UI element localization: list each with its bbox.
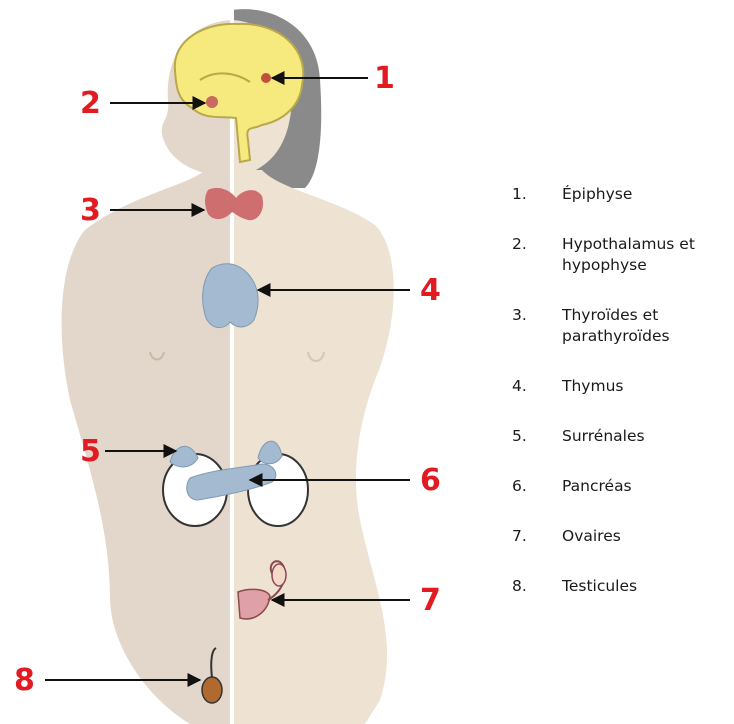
callout-number-5: 5 [80,434,101,469]
legend-label: Ovaires [562,526,734,547]
legend-label: Thymus [562,376,734,397]
callout-number-3: 3 [80,193,101,228]
legend-number: 1. [512,184,562,205]
legend-label: Pancréas [562,476,734,497]
callout-number-6: 6 [420,463,441,498]
legend-number: 5. [512,426,562,447]
legend-label: Thyroïdes et parathyroïdes [562,305,734,347]
callout-number-4: 4 [420,273,441,308]
legend-item: 4. Thymus [512,376,734,397]
legend-item: 7. Ovaires [512,526,734,547]
pineal-gland [261,73,271,83]
legend-item: 1. Épiphyse [512,184,734,205]
gland-legend: 1. Épiphyse 2. Hypothalamus et hypophyse… [512,184,734,597]
testicle-gland [202,677,222,703]
ovary-gland [272,564,286,586]
female-body-half [232,170,394,724]
legend-item: 5. Surrénales [512,426,734,447]
legend-number: 7. [512,526,562,547]
legend-label: Hypothalamus et hypophyse [562,234,734,276]
legend-number: 6. [512,476,562,497]
legend-label: Testicules [562,576,734,597]
legend-number: 8. [512,576,562,597]
legend-item: 8. Testicules [512,576,734,597]
legend-label: Épiphyse [562,184,734,205]
legend-number: 3. [512,305,562,347]
legend-item: 6. Pancréas [512,476,734,497]
legend-item: 3. Thyroïdes et parathyroïdes [512,305,734,347]
pituitary-gland [206,96,218,108]
callout-number-2: 2 [80,86,101,121]
legend-label: Surrénales [562,426,734,447]
callout-number-7: 7 [420,583,441,618]
callout-number-1: 1 [374,61,395,96]
legend-number: 4. [512,376,562,397]
legend-item: 2. Hypothalamus et hypophyse [512,234,734,276]
callout-number-8: 8 [14,663,35,698]
legend-number: 2. [512,234,562,276]
